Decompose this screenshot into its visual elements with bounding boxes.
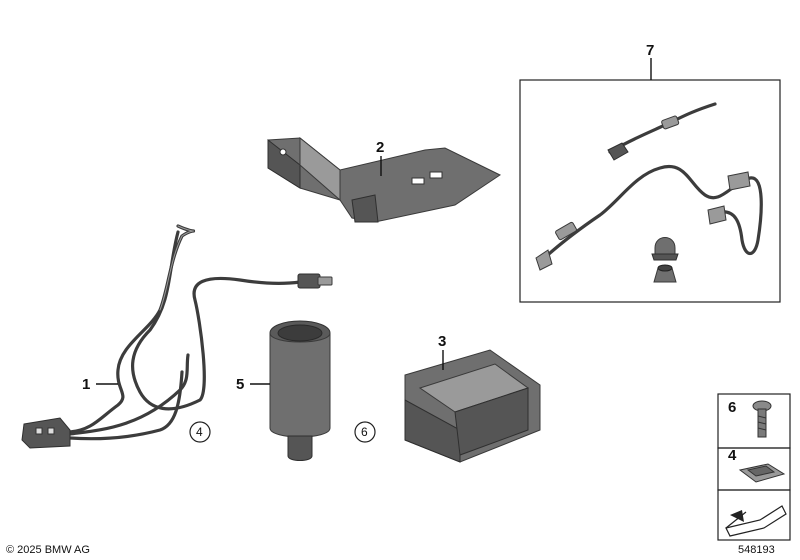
legend-label-top: 6	[728, 399, 736, 416]
legend-cell-bottom[interactable]	[717, 489, 791, 541]
callout-2: 2	[376, 139, 384, 156]
kit-box-part-7[interactable]	[519, 79, 781, 303]
circled-ref-4-label: 4	[196, 425, 203, 439]
rubber-pad-part-3[interactable]	[404, 349, 541, 463]
bracket-part-2[interactable]	[267, 136, 502, 223]
circled-ref-6-label: 6	[361, 425, 368, 439]
callout-7: 7	[646, 42, 654, 59]
callout-5: 5	[236, 376, 244, 393]
wiring-harness-part-1[interactable]	[21, 224, 333, 449]
copyright-text: © 2025 BMW AG	[6, 544, 90, 556]
clip-nut-icon	[738, 463, 786, 483]
callout-3: 3	[438, 333, 446, 350]
circled-ref-6[interactable]: 6	[354, 421, 376, 443]
circled-ref-4[interactable]: 4	[189, 421, 211, 443]
kit-box-frame	[519, 79, 781, 303]
legend-label-mid: 4	[728, 447, 737, 464]
callout-1: 1	[82, 376, 90, 393]
legend-panel: 6 4	[717, 393, 791, 541]
sleeve-part-5[interactable]	[269, 320, 331, 461]
arrow-wedge-icon	[725, 505, 787, 537]
screw-icon	[752, 400, 772, 438]
diagram-number: 548193	[738, 544, 775, 556]
